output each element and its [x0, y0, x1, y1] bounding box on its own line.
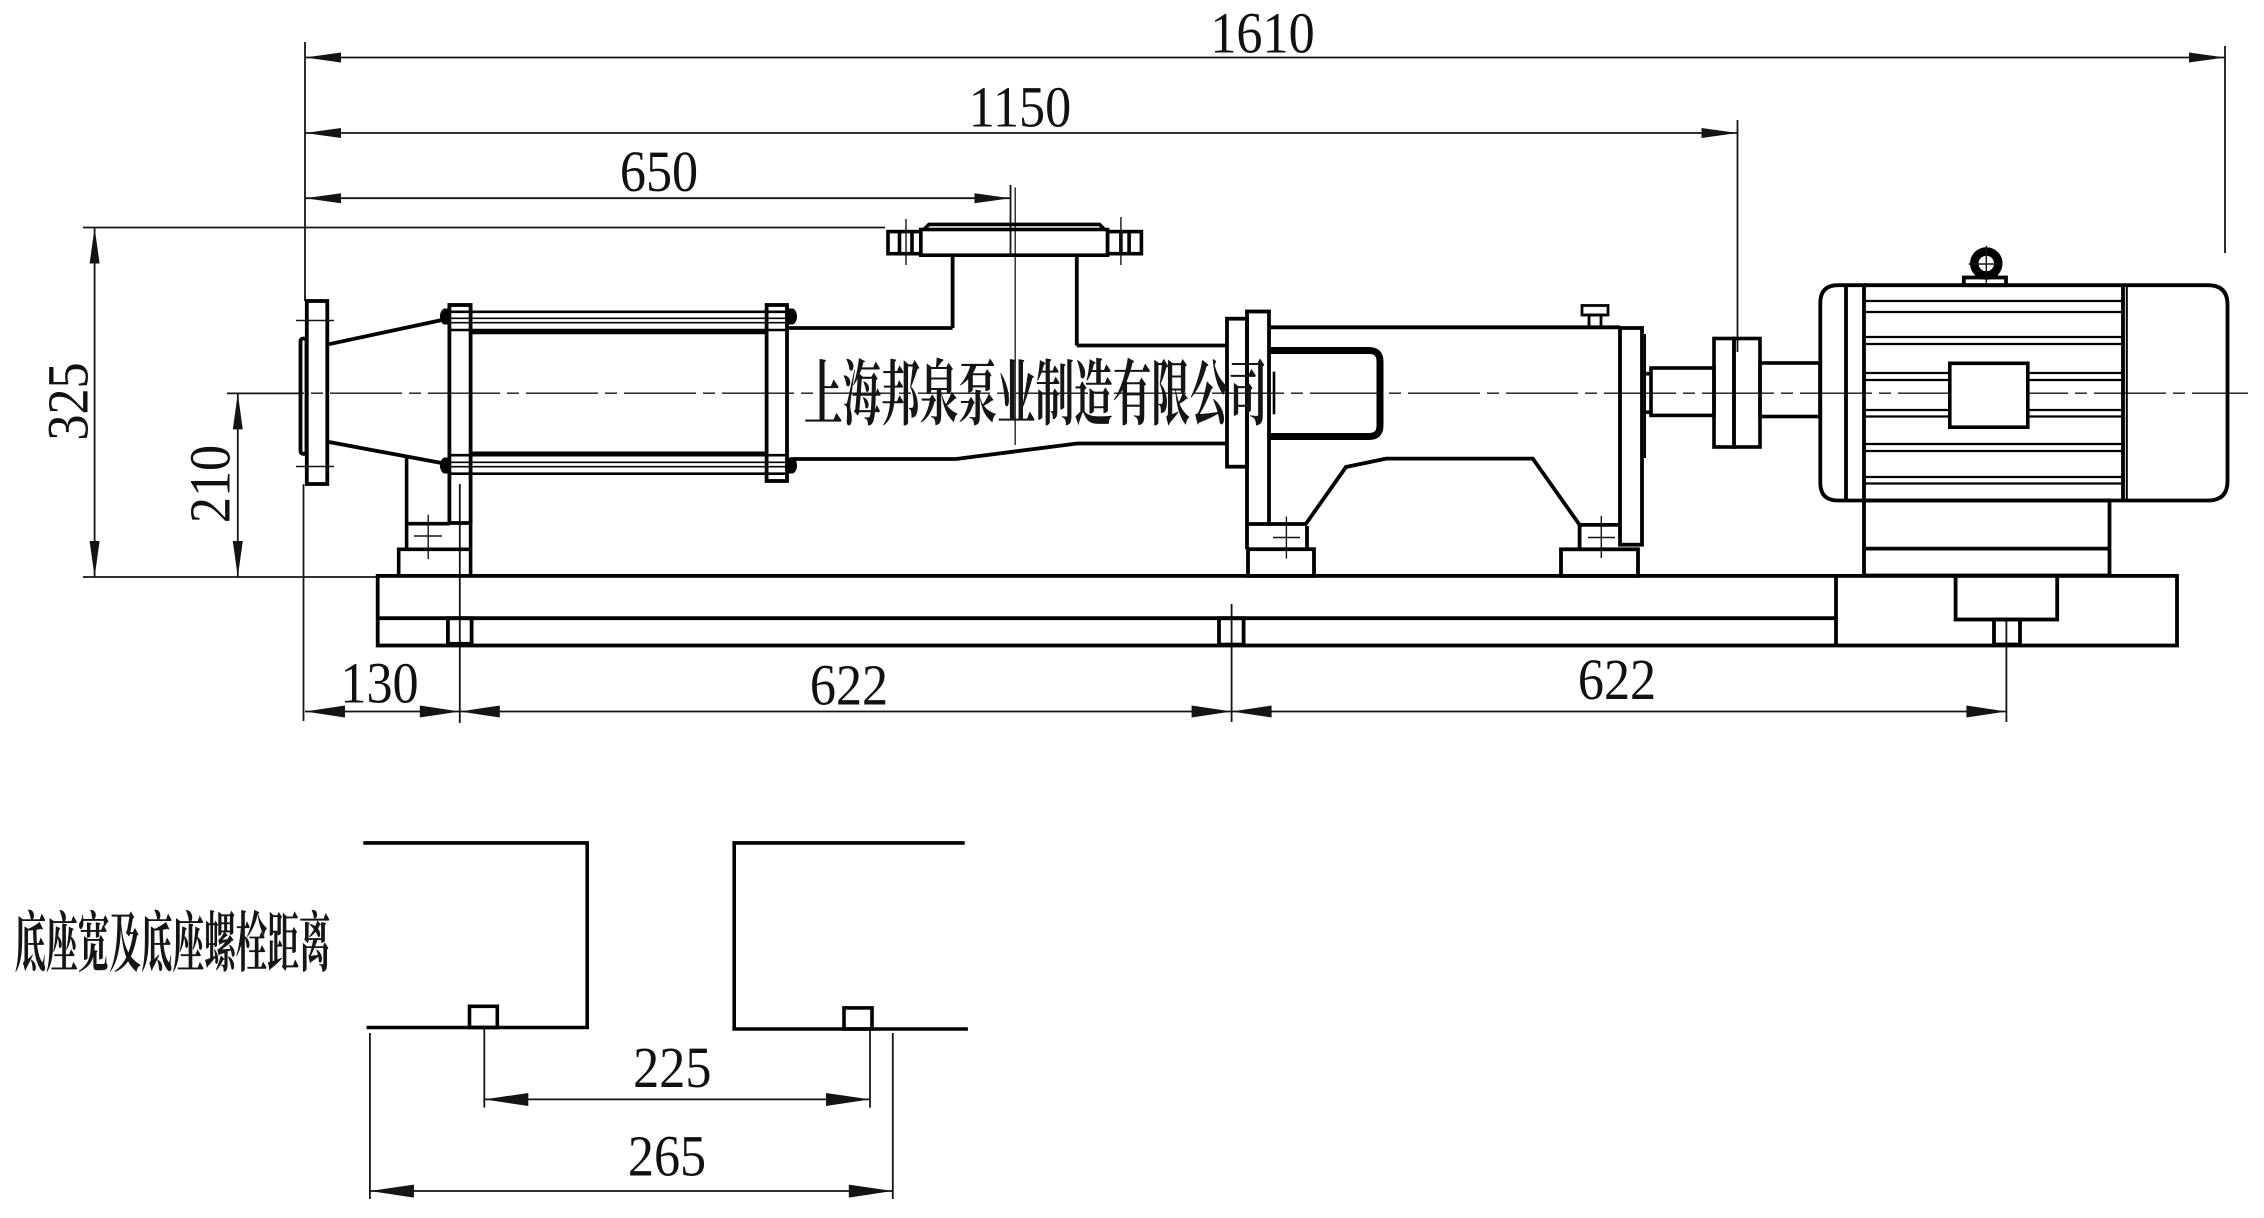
svg-text:622: 622: [810, 653, 888, 717]
svg-text:650: 650: [620, 140, 698, 204]
svg-text:622: 622: [1578, 648, 1656, 712]
svg-text:1150: 1150: [969, 75, 1071, 139]
svg-text:325: 325: [36, 362, 100, 440]
svg-text:210: 210: [178, 445, 242, 523]
svg-text:265: 265: [628, 1124, 706, 1188]
svg-text:225: 225: [633, 1035, 711, 1099]
svg-text:1610: 1610: [1210, 1, 1314, 65]
svg-text:130: 130: [340, 651, 418, 715]
